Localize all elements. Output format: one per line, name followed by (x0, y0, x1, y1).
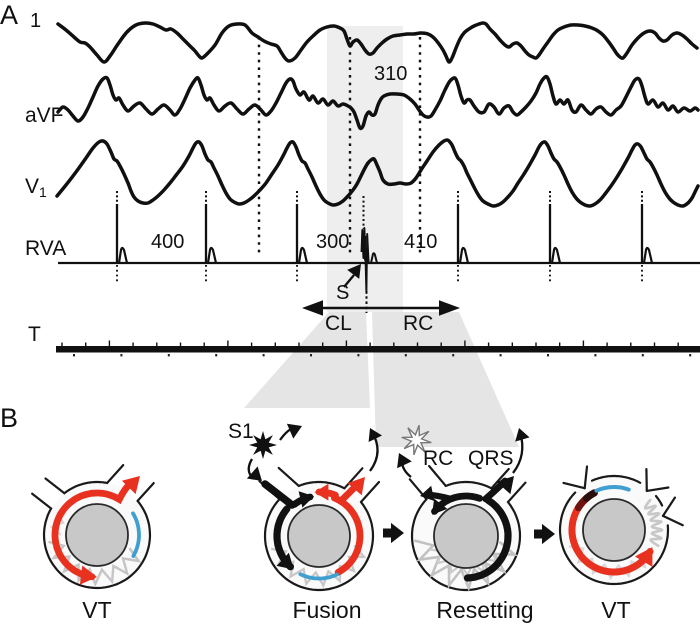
svg-text:410: 410 (404, 231, 437, 253)
svg-text:Fusion: Fusion (292, 597, 361, 623)
svg-text:RC: RC (403, 312, 433, 335)
svg-text:T: T (28, 323, 41, 346)
svg-text:B: B (0, 403, 18, 433)
svg-text:V1: V1 (25, 175, 47, 200)
svg-text:RC: RC (423, 447, 453, 470)
svg-text:VT: VT (82, 597, 111, 623)
svg-text:400: 400 (151, 231, 184, 253)
svg-text:A: A (0, 0, 18, 30)
svg-text:310: 310 (374, 63, 407, 85)
svg-text:RVA: RVA (25, 237, 66, 260)
svg-text:VT: VT (601, 597, 630, 623)
svg-text:1: 1 (30, 10, 41, 32)
svg-text:QRS: QRS (468, 447, 514, 470)
svg-text:aVF: aVF (25, 104, 64, 127)
svg-text:300: 300 (316, 231, 349, 253)
svg-text:S1: S1 (228, 420, 254, 443)
svg-text:CL: CL (325, 312, 352, 335)
svg-text:Resetting: Resetting (436, 597, 533, 623)
svg-text:S: S (336, 282, 349, 304)
